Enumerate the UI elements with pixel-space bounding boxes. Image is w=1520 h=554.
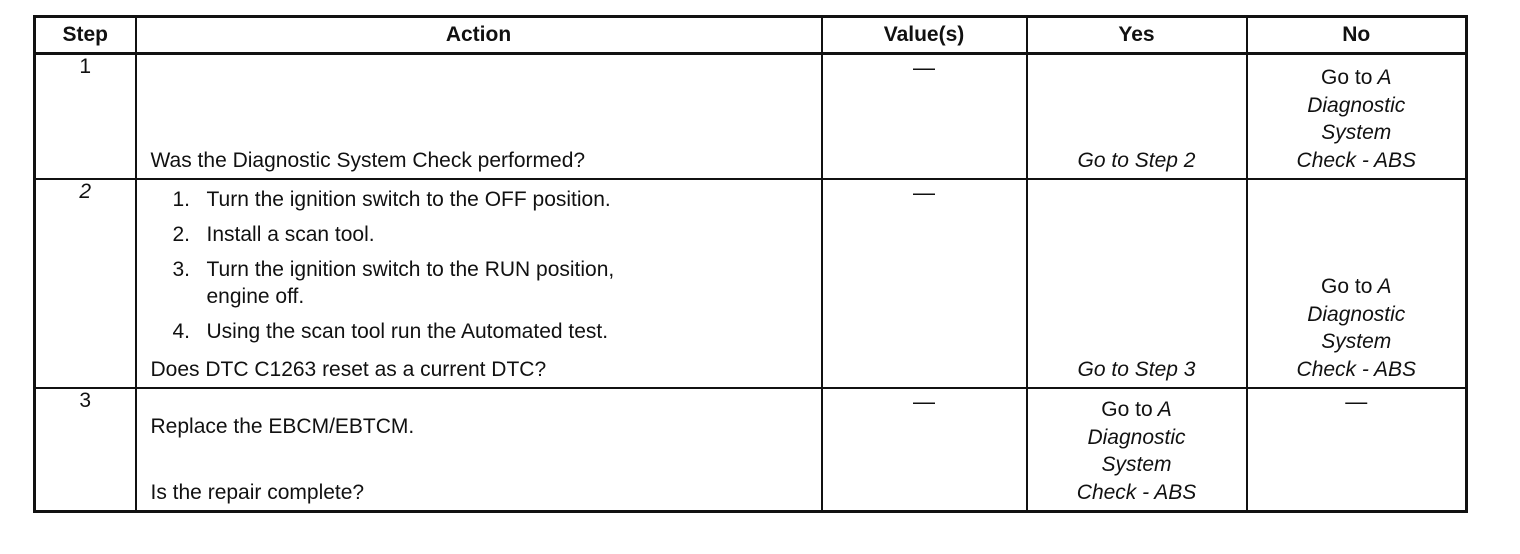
yes-link-line3: System	[1101, 453, 1172, 476]
list-item: 2.Install a scan tool.	[172, 223, 375, 246]
yes-cell: Go to Step 3	[1025, 178, 1248, 389]
value-cell: —	[820, 52, 1028, 180]
header-step: Step	[33, 15, 137, 55]
value-dash: —	[913, 55, 935, 80]
no-link-line3: System	[1321, 121, 1392, 144]
no-link-prefix: Go to	[1321, 275, 1373, 298]
value-cell: —	[820, 387, 1028, 513]
yes-link-a: A	[1157, 398, 1172, 421]
yes-link-line4: Check - ABS	[1076, 480, 1197, 504]
value-dash: —	[913, 389, 935, 414]
list-item: 3.Turn the ignition switch to the RUN po…	[172, 258, 615, 308]
no-link-a: A	[1377, 66, 1392, 89]
no-link-line4: Check - ABS	[1296, 148, 1416, 172]
table-row-step-2: 2 1.Turn the ignition switch to the OFF …	[33, 178, 1468, 389]
yes-cell: Go to A Diagnostic System Check - ABS	[1025, 387, 1248, 513]
action-steps-list: 1.Turn the ignition switch to the OFF po…	[137, 186, 821, 345]
no-link-line2: Diagnostic	[1307, 302, 1406, 326]
header-action: Action	[134, 15, 823, 55]
header-no: No	[1245, 15, 1468, 55]
yes-link[interactable]: Go to Step 2	[1077, 148, 1196, 172]
yes-link-prefix: Go to	[1101, 398, 1153, 421]
table-row-step-1: 1 Was the Diagnostic System Check perfor…	[33, 52, 1468, 180]
step-number: 3	[33, 387, 137, 513]
yes-link-line2: Diagnostic	[1087, 425, 1186, 449]
action-text: Replace the EBCM/EBTCM.	[150, 415, 415, 438]
no-dash: —	[1345, 389, 1368, 414]
header-yes: Yes	[1025, 15, 1248, 55]
action-cell: Was the Diagnostic System Check performe…	[134, 52, 823, 180]
no-cell: Go to A Diagnostic System Check - ABS	[1245, 178, 1468, 389]
yes-cell: Go to Step 2	[1025, 52, 1248, 180]
no-link-line4: Check - ABS	[1296, 357, 1416, 381]
no-link[interactable]: Go to A Diagnostic System Check - ABS	[1248, 273, 1466, 383]
list-item: 4.Using the scan tool run the Automated …	[172, 320, 609, 343]
action-cell: Replace the EBCM/EBTCM. Is the repair co…	[134, 387, 823, 513]
diagnostic-table: Step Action Value(s) Yes No 1 Was the Di…	[33, 15, 1468, 513]
action-cell: 1.Turn the ignition switch to the OFF po…	[134, 178, 823, 389]
yes-link[interactable]: Go to Step 3	[1077, 357, 1196, 381]
value-dash: —	[913, 180, 935, 205]
action-question: Does DTC C1263 reset as a current DTC?	[150, 358, 547, 381]
no-link-a: A	[1377, 275, 1392, 298]
no-cell: —	[1245, 387, 1468, 513]
action-question: Is the repair complete?	[150, 481, 365, 504]
no-link-prefix: Go to	[1321, 66, 1373, 89]
no-link-line2: Diagnostic	[1307, 93, 1406, 117]
value-cell: —	[820, 178, 1028, 389]
header-values: Value(s)	[820, 15, 1028, 55]
table-row-step-3: 3 Replace the EBCM/EBTCM. Is the repair …	[33, 387, 1468, 513]
step-number: 1	[33, 52, 137, 180]
no-cell: Go to A Diagnostic System Check - ABS	[1245, 52, 1468, 180]
step-number: 2	[33, 178, 137, 389]
no-link-line3: System	[1321, 330, 1392, 353]
action-question: Was the Diagnostic System Check performe…	[150, 149, 586, 172]
yes-link[interactable]: Go to A Diagnostic System Check - ABS	[1028, 396, 1246, 506]
no-link[interactable]: Go to A Diagnostic System Check - ABS	[1248, 64, 1466, 174]
header-row: Step Action Value(s) Yes No	[33, 15, 1468, 55]
list-item: 1.Turn the ignition switch to the OFF po…	[172, 188, 611, 211]
